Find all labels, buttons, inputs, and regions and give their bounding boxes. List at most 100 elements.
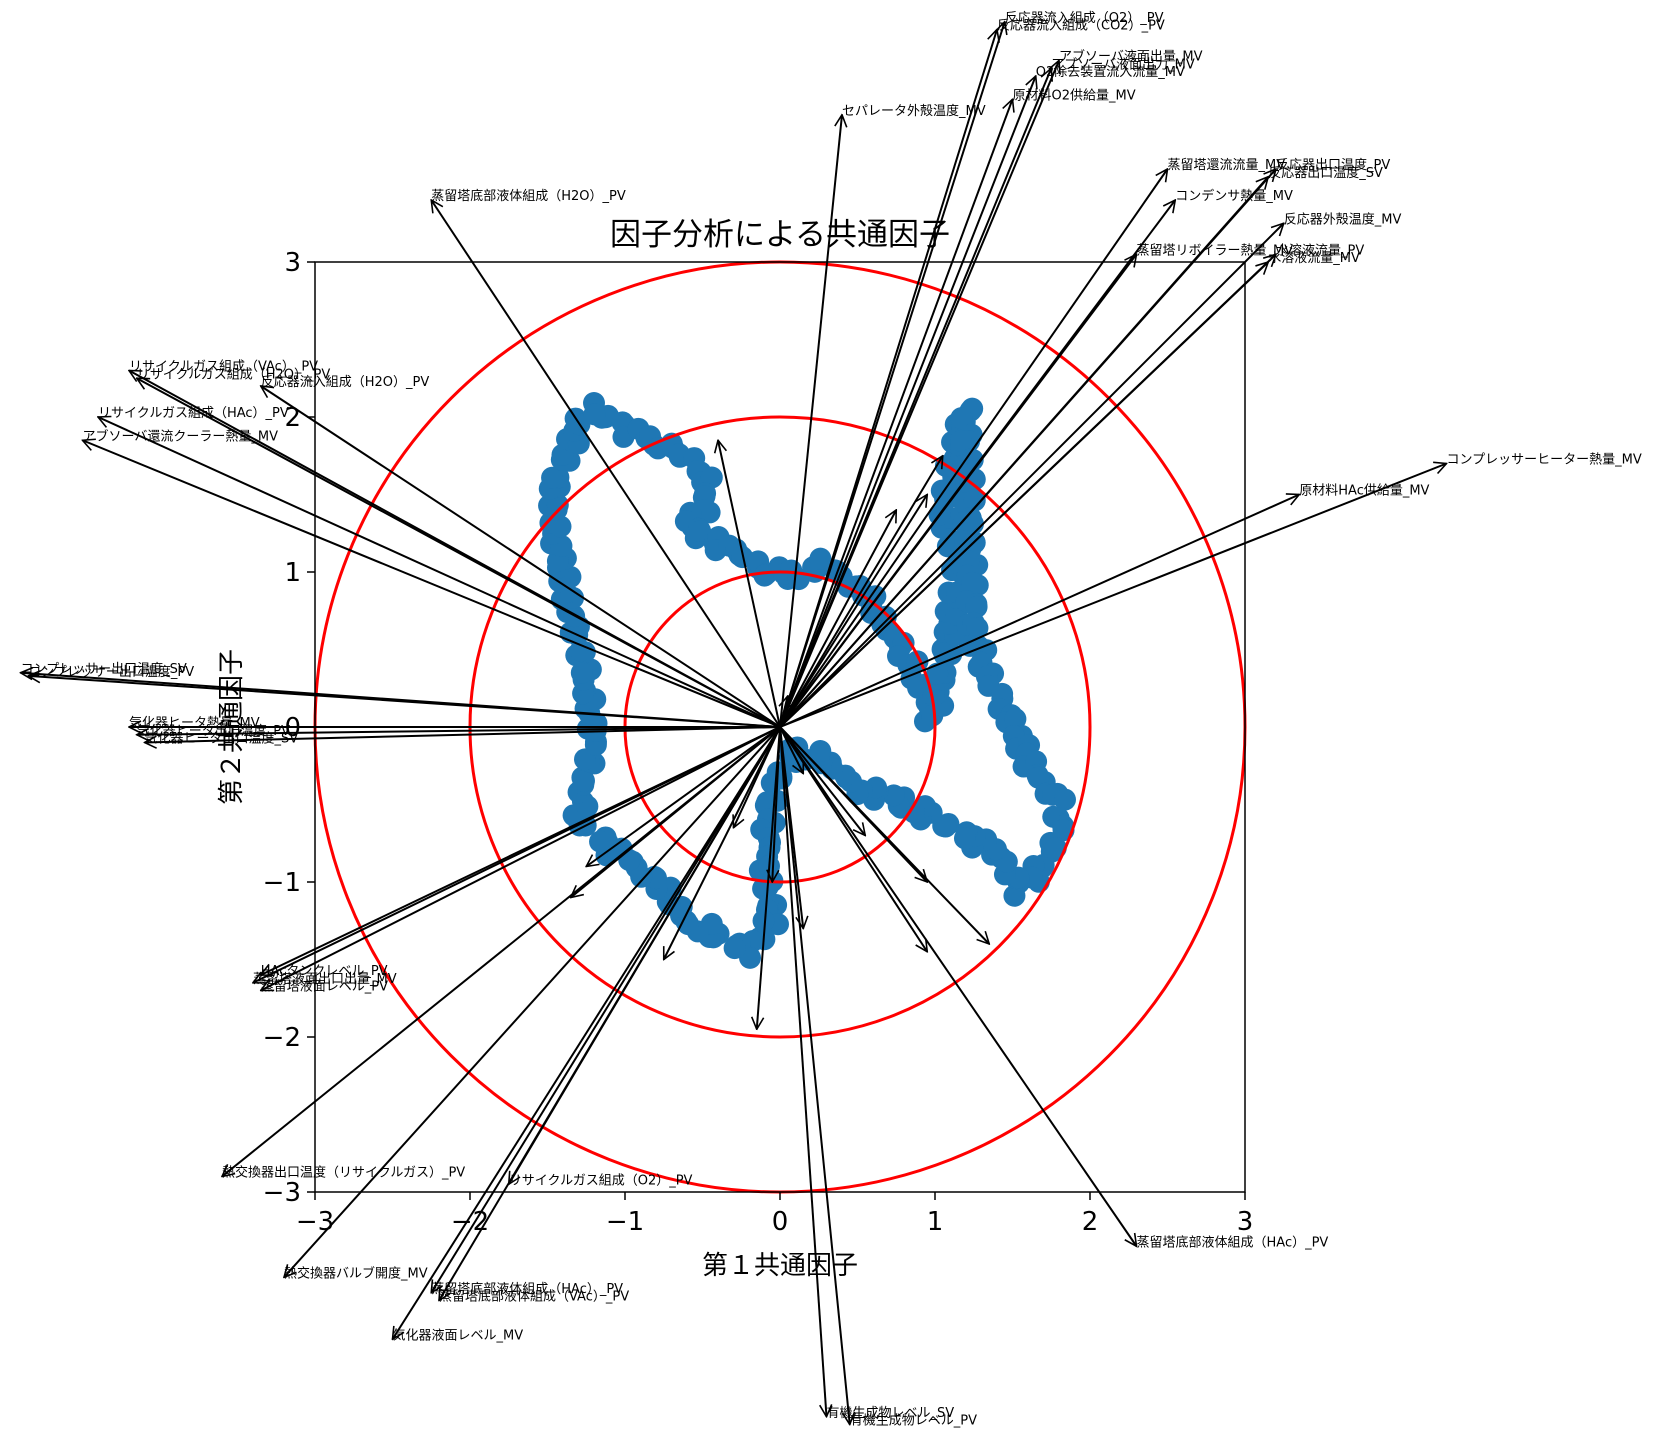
loading-label: 反応器出口温度_PV (1276, 157, 1390, 173)
y-tick-label: −2 (263, 1023, 301, 1053)
loading-label: コンプレッサー出口温度_SV (21, 661, 187, 677)
loading-label: 蒸留塔液面出口出量_MV (253, 972, 397, 987)
loading-arrow (772, 726, 781, 882)
loading-label: 熱交換器バルブ開度_MV (284, 1265, 428, 1281)
scatter-point (723, 937, 746, 960)
loading-arrow (431, 200, 781, 728)
scatter-point (961, 571, 984, 594)
loading-label: 有機生成物レベル_SV (827, 1406, 955, 1421)
scatter-point (541, 466, 564, 489)
loading-arrow (261, 726, 781, 992)
scatter-point (950, 430, 973, 453)
loading-label: コンデンサ熱量_MV (1175, 188, 1293, 204)
loading-label: 蒸留塔リボイラー熱量_MV (1137, 243, 1294, 258)
loading-label: アブソーバ液面出量_MV (1059, 49, 1203, 65)
x-tick-label: 3 (1237, 1207, 1254, 1237)
loading-arrow (734, 726, 781, 828)
scatter-point (1044, 836, 1067, 859)
loading-label: リサイクルガス組成（O2）_PV (509, 1173, 693, 1188)
scatter-point (953, 827, 976, 850)
loading-arrow (779, 115, 842, 728)
loading-label: 気化器ヒータ出口温度_SV (145, 731, 299, 747)
loading-arrow (779, 254, 1137, 728)
loading-label: コンプレッサーヒーター熱量_MV (1447, 453, 1642, 468)
scatter-point (752, 909, 775, 932)
loading-arrow (779, 177, 1268, 728)
x-tick-label: −1 (606, 1207, 644, 1237)
loading-arrow (779, 726, 805, 774)
scatter-point (572, 769, 595, 792)
loading-label: 蒸留塔底部液体組成（VAc）_PV (439, 1289, 629, 1305)
scatter-point (934, 815, 957, 838)
loading-arrow (284, 726, 781, 1277)
chart-title: 因子分析による共通因子 (610, 217, 950, 253)
loading-label: 蒸留塔底部液体組成（H2O）_PV (431, 188, 626, 204)
loading-label: 反応器流入組成（H2O）_PV (261, 375, 430, 390)
loading-label: 原材料O2供給量_MV (1013, 88, 1136, 103)
loading-arrow (779, 99, 1013, 728)
x-tick-label: −2 (451, 1207, 489, 1237)
loading-arrow (779, 726, 1137, 1246)
loading-label: 気化器ヒータ出口温度_PV (137, 723, 290, 739)
y-axis-label: 第２共通因子 (217, 649, 247, 805)
loading-label: 蒸留塔液面レベル_PV (261, 980, 388, 995)
scatter-point (589, 830, 612, 853)
loading-label: 水溶液流量_PV (1276, 243, 1364, 258)
scatter-point (950, 407, 973, 430)
loading-label: アブソーバ還流クーラー熱量_MV (83, 428, 279, 444)
scatter-point (1003, 884, 1026, 907)
loading-arrow (779, 495, 1299, 728)
scatter-point (926, 662, 949, 685)
x-axis-label: 第１共通因子 (702, 1251, 858, 1281)
loading-label: 蒸留塔底部液体組成（HAc）_PV (1137, 1234, 1329, 1250)
loading-label: O2除去装置流入流量_MV (1036, 65, 1185, 80)
loading-label: 熱交換器出口温度（リサイクルガス）_PV (222, 1165, 465, 1181)
loading-label: 蒸留塔底部液体組成（HAc）_PV (431, 1281, 623, 1297)
scatter-point (1053, 788, 1076, 811)
y-tick-label: −1 (263, 868, 301, 898)
loading-label: 蒸留塔還流流量_MV (1168, 158, 1286, 173)
loading-arrow (28, 676, 781, 728)
loading-label: セパレータ外殻温度_MV (842, 103, 986, 119)
loading-arrow (779, 726, 989, 944)
loading-label: 反応器流入組成（O2）_PV (1005, 11, 1164, 26)
loading-arrow (98, 417, 781, 728)
loading-arrow (779, 726, 827, 1417)
loading-arrow (253, 726, 781, 983)
y-tick-label: −3 (263, 1178, 301, 1208)
loading-arrow (779, 726, 803, 929)
loading-label: 原材料HAc供給量_MV (1299, 484, 1429, 499)
loading-arrow (718, 440, 781, 728)
loading-arrow (145, 726, 781, 743)
scatter-point (809, 547, 832, 570)
loading-label: 気化器ヒータ熱量_MV (129, 715, 260, 731)
loading-arrow (431, 726, 781, 1293)
x-tick-label: 1 (927, 1207, 944, 1237)
scatter-point (963, 489, 986, 512)
scatter-point (689, 520, 712, 543)
loading-arrow (83, 440, 781, 728)
loading-arrow (137, 377, 781, 728)
y-tick-label: 3 (284, 248, 301, 278)
scatter-point (1004, 708, 1027, 731)
loading-label: コンプレッサー出口温度_PV (28, 664, 194, 680)
loading-arrow (779, 61, 1059, 728)
loading-arrow (779, 76, 1036, 728)
loading-label: 反応器外殻温度_MV (1284, 211, 1402, 227)
loading-arrow (779, 726, 865, 836)
x-tick-label: −3 (296, 1207, 334, 1237)
scatter-point (570, 661, 593, 684)
loading-label: 反応器出口温度_SV (1268, 165, 1383, 181)
loading-label: リサイクルガス組成（H2O）_PV (137, 367, 331, 382)
loading-arrow (571, 726, 781, 898)
loading-label: アブソーバ液面出力_MV (1051, 56, 1195, 72)
loading-arrow (779, 169, 1168, 728)
loading-labels: 蒸留塔底部液体組成（H2O）_PVリサイクルガス組成（VAc）_PVリサイクルガ… (21, 11, 1642, 1429)
loading-arrows (21, 22, 1447, 1425)
loading-label: 有機生成物レベル_PV (850, 1414, 977, 1429)
scatter-point (549, 515, 572, 538)
loading-arrow (586, 726, 781, 867)
loading-arrow (393, 726, 781, 1339)
